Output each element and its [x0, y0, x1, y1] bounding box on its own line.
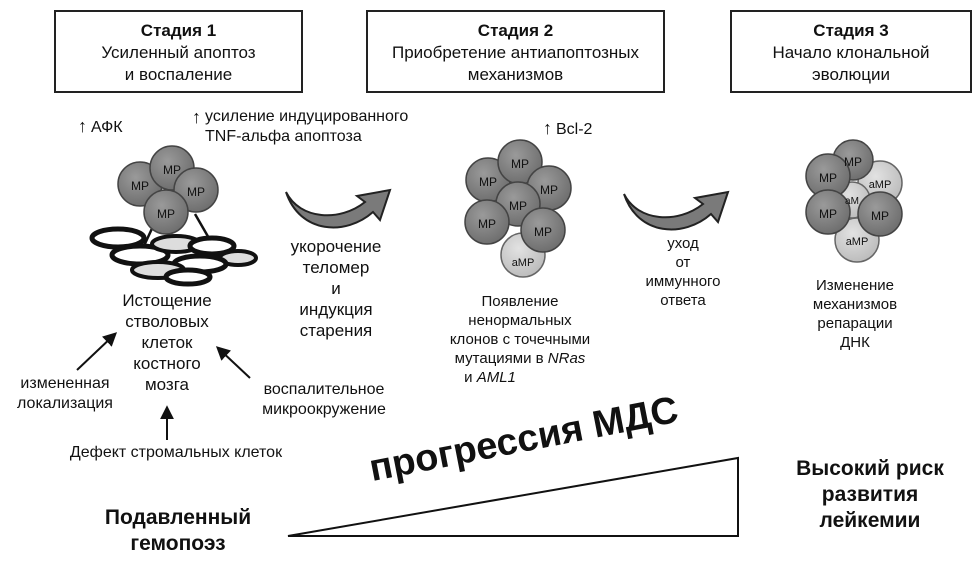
- caption-line: репарации: [817, 315, 893, 332]
- caption-line: микроокружение: [262, 401, 386, 418]
- caption-line: иммунного: [645, 273, 721, 290]
- stage-2-line1: Приобретение антиапоптозных: [391, 43, 640, 62]
- cell-label: MP: [479, 175, 497, 189]
- dna-repair-caption: Изменение механизмов репарации ДНК: [790, 276, 920, 352]
- altered-location-label: измененная локализация: [6, 374, 124, 414]
- immune-escape-caption: уход от иммунного ответа: [628, 234, 738, 310]
- cell-label: aMP: [511, 257, 535, 269]
- stem-exhaustion-caption: Истощение стволовых клеток костного мозг…: [100, 290, 234, 395]
- stage-3-line2: эволюции: [812, 65, 890, 84]
- caption-line: измененная: [20, 375, 110, 392]
- stage-1-title: Стадия 1: [140, 21, 217, 40]
- cell-label: aMP: [868, 179, 892, 191]
- stage-1-cell-cluster: [117, 145, 219, 235]
- tnf-marker: ↑ усиление индуцированного TNF-альфа апо…: [192, 107, 408, 147]
- outcome-line: гемопоэз: [130, 532, 226, 555]
- caption-line: укорочение: [290, 237, 382, 256]
- afk-marker: ↑АФК: [78, 116, 123, 138]
- caption-line: стволовых: [125, 312, 209, 331]
- cell-label: MP: [540, 183, 558, 197]
- outcome-line: Подавленный: [104, 506, 252, 529]
- cell-label: MP: [478, 217, 496, 231]
- stage-2-title: Стадия 2: [477, 21, 554, 40]
- stage-3-cell-cluster: [805, 139, 903, 263]
- bcl2-marker: ↑Bcl-2: [543, 118, 592, 140]
- outcome-line: Высокий риск: [796, 457, 944, 480]
- telomere-caption: укорочение теломер и индукция старения: [270, 236, 402, 341]
- caption-line: воспалительное: [263, 381, 385, 398]
- stroma-cells: [89, 213, 258, 287]
- caption-line: мозга: [144, 375, 190, 394]
- stage-3-line1: Начало клональной: [772, 43, 930, 62]
- caption-line: костного: [133, 354, 201, 373]
- arrow-inflammation-icon: [215, 346, 251, 379]
- caption-line: Появление: [481, 293, 559, 310]
- caption-line: уход: [667, 235, 699, 252]
- cell-label: MP: [131, 179, 149, 193]
- caption-line: ненормальных: [468, 312, 572, 329]
- caption-line: теломер: [302, 258, 370, 277]
- progression-wedge: [287, 456, 739, 537]
- stage-3-box: Стадия 3 Начало клональной эволюции: [730, 10, 972, 93]
- outcome-line: лейкемии: [819, 509, 921, 532]
- caption-line: от: [675, 254, 691, 271]
- caption-line: Истощение: [122, 291, 212, 310]
- cell-label: aMP: [845, 236, 869, 248]
- cell-label: MP: [844, 155, 862, 169]
- stromal-defect-label: Дефект стромальных клеток: [69, 444, 283, 461]
- cell-label: MP: [819, 171, 837, 185]
- cell-label: MP: [534, 225, 552, 239]
- caption-line: мутациями в NRas: [430, 349, 610, 368]
- arrow-location-icon: [76, 332, 118, 371]
- stage-2-box: Стадия 2 Приобретение антиапоптозных мех…: [366, 10, 665, 93]
- cell-label: MP: [509, 199, 527, 213]
- stage-3-title: Стадия 3: [813, 21, 889, 40]
- caption-line: и AML1: [430, 368, 610, 387]
- cell-label: MP: [511, 157, 529, 171]
- caption-line: индукция: [299, 300, 373, 319]
- outcome-line: развития: [821, 483, 919, 506]
- tnf-line1: усиление индуцированного: [205, 108, 409, 125]
- stage-2-cell-cluster: [464, 139, 572, 278]
- stage-1-line1: Усиленный апоптоз: [101, 43, 256, 62]
- cell-label: MP: [157, 207, 175, 221]
- tnf-line2: TNF-альфа апоптоза: [205, 128, 362, 145]
- cell-label: MP: [187, 185, 205, 199]
- curved-arrow-2-icon: [623, 190, 730, 231]
- afk-label: АФК: [91, 119, 123, 136]
- leukemia-risk-label: Высокий риск развития лейкемии: [770, 456, 970, 534]
- caption-line: клонов с точечными: [449, 331, 591, 348]
- clones-caption: Появление ненормальных клонов с точечным…: [430, 292, 610, 387]
- caption-line: ответа: [660, 292, 706, 309]
- caption-line: локализация: [17, 395, 113, 412]
- inflammatory-microenvironment-label: воспалительное микроокружение: [244, 380, 404, 420]
- up-arrow-icon: ↑: [78, 116, 87, 136]
- curved-arrow-1-icon: [285, 188, 392, 229]
- cell-label: aM: [845, 196, 859, 207]
- caption-text: и: [464, 369, 473, 386]
- gene-nras: NRas: [547, 350, 586, 367]
- caption-line: клеток: [141, 333, 193, 352]
- cell-label: MP: [819, 207, 837, 221]
- caption-text: мутациями в: [454, 350, 544, 367]
- gene-aml1: AML1: [476, 369, 516, 386]
- cell-label: MP: [163, 163, 181, 177]
- caption-line: механизмов: [812, 296, 898, 313]
- stage-1-box: Стадия 1 Усиленный апоптоз и воспаление: [54, 10, 303, 93]
- caption-line: Изменение: [816, 277, 894, 294]
- bcl2-label: Bcl-2: [556, 121, 593, 138]
- caption-line: ДНК: [840, 334, 870, 351]
- stage-2-line2: механизмов: [467, 65, 564, 84]
- up-arrow-icon: ↑: [543, 118, 552, 138]
- up-arrow-icon: ↑: [192, 107, 201, 127]
- stage-1-line2: и воспаление: [124, 65, 233, 84]
- suppressed-hematopoiesis-label: Подавленный гемопоэз: [78, 505, 278, 557]
- caption-line: и: [331, 279, 341, 298]
- cell-label: MP: [871, 209, 889, 223]
- caption-line: старения: [299, 321, 373, 340]
